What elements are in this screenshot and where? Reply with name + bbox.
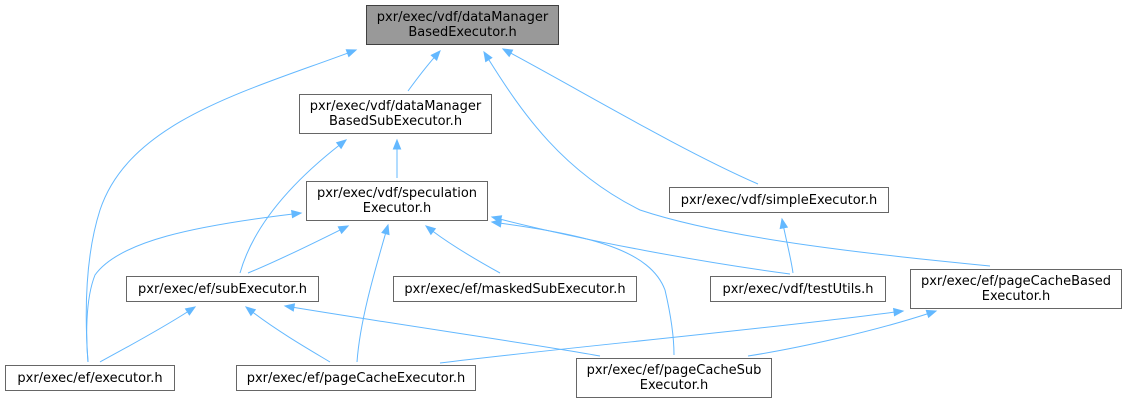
edge-spec-to-masked-arrowhead [424, 225, 437, 236]
edge-spec-to-sub-exec [247, 225, 349, 274]
edge-sub-exec-to-pc-sub-arrowhead [283, 303, 296, 312]
node-executor[interactable]: pxr/exec/ef/executor.h [5, 365, 175, 391]
edge-spec-to-masked [425, 225, 501, 274]
edge-spec-to-pc-sub-arrowhead [490, 218, 502, 228]
node-datamanager-based-executor: pxr/exec/vdf/dataManager BasedExecutor.h [366, 5, 559, 45]
edge-pc-based-to-pc-sub-arrowhead [925, 309, 938, 319]
node-simple-executor[interactable]: pxr/exec/vdf/simpleExecutor.h [669, 187, 889, 213]
edge-spec-to-test-utils [491, 216, 791, 275]
edge-root-to-executor-arrowhead [345, 49, 358, 58]
node-datamanager-based-sub-executor[interactable]: pxr/exec/vdf/dataManager BasedSubExecuto… [299, 94, 492, 134]
edge-root-to-dm-sub-arrowhead [430, 50, 441, 61]
edge-spec-to-pc-sub [491, 221, 675, 356]
edge-sub-exec-to-pc-exec-arrowhead [244, 306, 257, 317]
edge-dm-sub-to-sub-exec [239, 139, 347, 274]
edge-sub-exec-to-pc-sub [284, 305, 601, 357]
edge-root-to-dm-sub [407, 50, 441, 92]
edge-dm-sub-to-sub-exec-arrowhead [335, 139, 348, 150]
edge-root-to-pc-based [483, 51, 991, 267]
edge-sub-exec-to-executor-arrowhead [184, 306, 197, 316]
edge-simple-to-test-utils-arrowhead [779, 217, 789, 230]
node-masked-sub-executor[interactable]: pxr/exec/ef/maskedSubExecutor.h [393, 276, 637, 302]
edge-spec-to-executor-arrowhead [291, 209, 303, 219]
edge-pc-based-to-pc-sub [747, 310, 937, 357]
edge-sub-exec-to-pc-exec [245, 306, 331, 363]
edge-root-to-pc-based-arrowhead [483, 50, 493, 63]
edge-spec-to-executor [86, 212, 302, 363]
node-page-cache-based-executor[interactable]: pxr/exec/ef/pageCacheBased Executor.h [910, 269, 1122, 309]
edge-spec-to-pc-exec-arrowhead [381, 223, 390, 236]
edge-dm-sub-to-spec-arrowhead [392, 138, 402, 150]
node-test-utils[interactable]: pxr/exec/vdf/testUtils.h [710, 276, 886, 302]
edge-root-to-executor [85, 49, 357, 363]
node-page-cache-sub-executor[interactable]: pxr/exec/ef/pageCacheSub Executor.h [576, 358, 772, 398]
node-page-cache-executor[interactable]: pxr/exec/ef/pageCacheExecutor.h [236, 365, 476, 391]
edge-root-to-simple-arrowhead [501, 48, 514, 58]
edge-spec-to-sub-exec-arrowhead [337, 225, 350, 235]
edge-pc-based-to-pc-exec-arrowhead [893, 307, 905, 317]
edge-pc-based-to-pc-exec [439, 310, 904, 364]
edge-root-to-simple [502, 48, 759, 185]
node-speculation-executor[interactable]: pxr/exec/vdf/speculation Executor.h [306, 181, 488, 221]
edge-spec-to-pc-exec [356, 224, 389, 363]
edge-simple-to-test-utils [781, 218, 794, 274]
edge-sub-exec-to-executor [99, 306, 196, 363]
node-sub-executor[interactable]: pxr/exec/ef/subExecutor.h [126, 276, 319, 302]
